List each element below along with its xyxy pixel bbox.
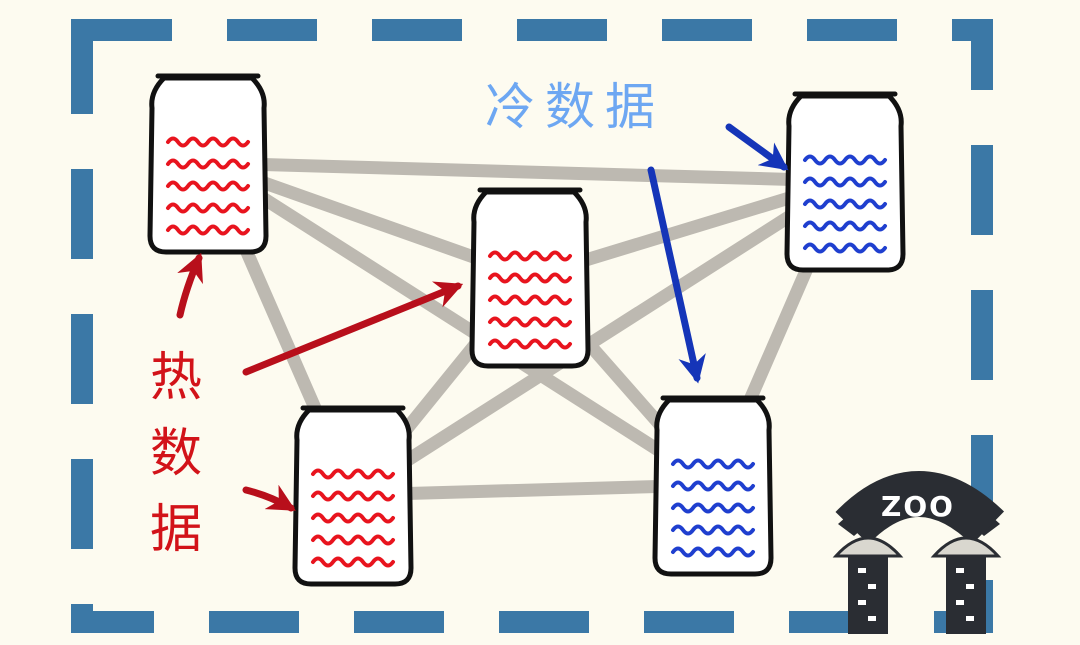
jar-wave bbox=[671, 546, 755, 558]
zoo-sign-band bbox=[835, 471, 1005, 545]
connection-line bbox=[346, 174, 852, 502]
zoo-window bbox=[858, 568, 866, 573]
cold-arrow-down bbox=[647, 166, 706, 384]
hot-arrow-up bbox=[176, 252, 203, 319]
jar-wave bbox=[488, 294, 572, 306]
jar-wave bbox=[166, 136, 250, 148]
jar-wave bbox=[803, 176, 887, 188]
jar-wave bbox=[671, 480, 755, 492]
jar-wave bbox=[311, 490, 395, 502]
dashed-border bbox=[71, 19, 993, 633]
zoo-pillar bbox=[848, 548, 888, 634]
jar-wave bbox=[488, 338, 572, 350]
hot-jar-2 bbox=[469, 187, 591, 369]
jar-wave bbox=[166, 202, 250, 214]
jar-wave bbox=[311, 556, 395, 568]
jar-wave bbox=[488, 250, 572, 262]
zoo-window bbox=[956, 600, 964, 605]
zoo-pillar bbox=[946, 548, 986, 634]
jar-wave bbox=[803, 220, 887, 232]
connection-line bbox=[346, 478, 720, 502]
zoo-gate bbox=[832, 471, 1005, 634]
zoo-window bbox=[868, 584, 876, 589]
zoo-window bbox=[956, 568, 964, 573]
cold-jar-1 bbox=[784, 91, 906, 273]
hot-data-label: 热数据 bbox=[150, 348, 203, 560]
hot-arrow-middle bbox=[242, 281, 464, 376]
jar-wave bbox=[671, 524, 755, 536]
jar-wave bbox=[803, 242, 887, 254]
jar-wave bbox=[311, 534, 395, 546]
arrows bbox=[176, 123, 789, 512]
zoo-window bbox=[858, 600, 866, 605]
hot-jar-1 bbox=[147, 73, 269, 255]
jars bbox=[147, 73, 906, 587]
cold-data-label: 冷数据 bbox=[485, 78, 665, 136]
jar-wave bbox=[311, 468, 395, 480]
connection-line bbox=[201, 156, 852, 188]
jar-wave bbox=[671, 502, 755, 514]
dashed-border-frame bbox=[71, 19, 993, 633]
cold-arrow-right bbox=[725, 123, 789, 171]
cold-jar-2 bbox=[652, 395, 774, 577]
hot-arrow-lower bbox=[242, 484, 296, 512]
jar-wave bbox=[311, 512, 395, 524]
hot-jar-3 bbox=[292, 405, 414, 587]
jar-wave bbox=[488, 272, 572, 284]
zoo-pillar-cap bbox=[832, 536, 904, 558]
zoo-window bbox=[966, 584, 974, 589]
connection-line bbox=[201, 156, 720, 492]
jar-wave bbox=[166, 224, 250, 236]
jar-wave bbox=[803, 154, 887, 166]
zoo-pillar-cap bbox=[930, 536, 1002, 558]
jar-wave bbox=[166, 180, 250, 192]
zoo-sign-text: ZOO bbox=[881, 490, 955, 523]
jar-wave bbox=[671, 458, 755, 470]
jar-wave bbox=[803, 198, 887, 210]
zoo-window bbox=[966, 616, 974, 621]
jar-wave bbox=[488, 316, 572, 328]
zoo-window bbox=[868, 616, 876, 621]
jar-wave bbox=[166, 158, 250, 170]
